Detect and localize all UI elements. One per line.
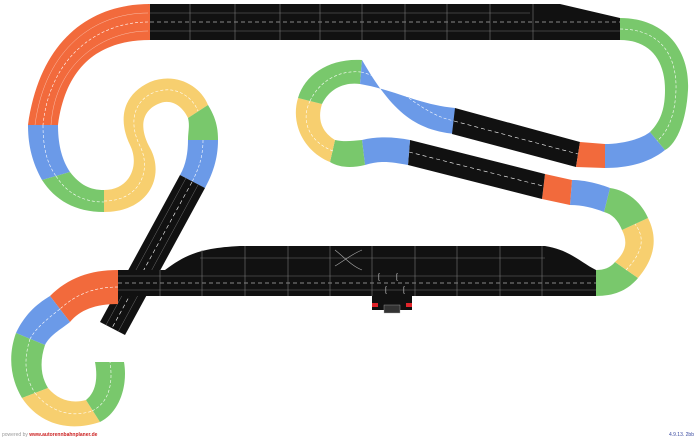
pit-lane-box: [ [ [ [ (372, 274, 412, 314)
curve-orange-bottom-left (50, 270, 119, 322)
bottom-straight (118, 246, 596, 296)
footer-version: 4.9.13. 2bb (668, 432, 694, 438)
footer-brand-link[interactable]: www.autorennbahnplaner.de (29, 432, 98, 438)
svg-text:[: [ (378, 274, 380, 281)
curve-orange-right (542, 174, 572, 205)
curve-orange-mid (576, 142, 605, 168)
curve-green-bottom-right (86, 361, 125, 422)
curve-green-inner-upper (298, 59, 362, 104)
top-straight (148, 4, 620, 40)
curve-green-top-right (619, 18, 689, 150)
curve-blue-bottom-left (16, 296, 70, 345)
svg-text:[: [ (396, 274, 398, 281)
curve-green-s-right (188, 105, 218, 140)
curve-yellow-bottom (22, 388, 100, 427)
svg-text:[: [ (385, 287, 387, 294)
curve-yellow-right (615, 218, 654, 278)
curve-blue-mid (605, 132, 665, 168)
footer-credit: powered by www.autorennbahnplaner.de (2, 432, 97, 438)
footer-powered-by: powered by (2, 432, 28, 438)
curve-green-right (604, 188, 648, 230)
curve-blue-s-right (180, 139, 218, 188)
track-outline (150, 0, 694, 177)
middle-straight-upper (452, 108, 580, 167)
svg-text:[: [ (403, 287, 405, 294)
curve-green-left (42, 172, 105, 212)
curve-blue-inner-upper (360, 60, 456, 134)
curve-blue-right (570, 180, 610, 212)
curve-yellow-s (103, 78, 208, 212)
middle-straight-lower (408, 140, 545, 199)
curve-orange-top-left (28, 4, 150, 126)
curve-green-bottom-left (11, 333, 48, 398)
curve-blue-left (28, 124, 70, 180)
curve-green-bottom-right-side (596, 262, 638, 296)
curve-green-inner-lower (330, 140, 365, 167)
curve-yellow-inner (295, 98, 335, 162)
curve-blue-inner-lower (362, 137, 410, 165)
